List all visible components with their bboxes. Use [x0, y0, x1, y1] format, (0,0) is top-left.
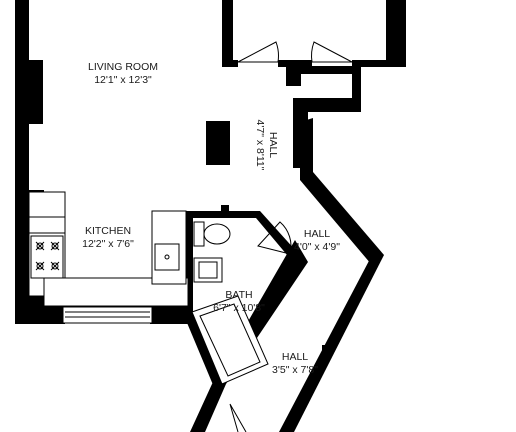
room-pillar [206, 121, 230, 165]
bath-sink-basin [198, 261, 218, 279]
toilet-tank [193, 221, 205, 247]
bath-dims: 6'7" x 10'8" [213, 302, 265, 314]
left-wall-pier [29, 60, 43, 124]
closet-left-wall [222, 0, 233, 66]
hall-lower-name: HALL [282, 351, 308, 363]
bath-left-wall [185, 211, 193, 321]
hall-wall-lower-right [279, 255, 384, 432]
toilet-bowl [203, 223, 231, 245]
kitchen-sink [154, 243, 180, 271]
walls [15, 0, 406, 432]
hall-marker [322, 345, 328, 359]
closet-door-right [311, 41, 353, 63]
closet-door-left [237, 41, 279, 63]
kitchen-fixtures [28, 191, 189, 307]
living-room-name: LIVING ROOM [88, 61, 158, 73]
hall-upper-dims: 4'7" x 8'11" [254, 120, 266, 171]
bottom-wall-left [15, 306, 65, 324]
bathtub-inner [199, 303, 261, 377]
hall-middle-name: HALL [304, 228, 330, 240]
closet-bottom-wall-a [222, 60, 238, 67]
hall-middle-dims: 4'0" x 4'9" [294, 241, 340, 253]
hall-upper-name: HALL [267, 132, 279, 158]
closet-bottom-wall-b [278, 60, 312, 67]
bath-name: BATH [225, 289, 252, 301]
room-labels: LIVING ROOM 12'1" x 12'3" HALL 4'7" x 8'… [82, 61, 340, 376]
kitchen-name: KITCHEN [85, 225, 131, 237]
closet-bottom-wall-c [352, 60, 406, 67]
hall-wall-diagonal-right [300, 118, 384, 264]
bath-top-notch [221, 205, 229, 213]
closet-right-wall [386, 0, 406, 66]
bath-left-lower-wall [185, 314, 224, 392]
doors [229, 41, 353, 432]
hall-lower-dims: 3'5" x 7'8" [272, 364, 318, 376]
bath-door [229, 403, 247, 432]
hall-wall-ledge [286, 66, 356, 74]
kitchen-dims: 12'2" x 7'6" [82, 238, 134, 250]
bath-top-wall [185, 211, 306, 268]
left-wall [15, 0, 29, 195]
living-room-dims: 12'1" x 12'3" [94, 74, 152, 86]
hall-door [257, 221, 292, 255]
window [62, 306, 153, 324]
bath-fixtures [191, 221, 269, 385]
